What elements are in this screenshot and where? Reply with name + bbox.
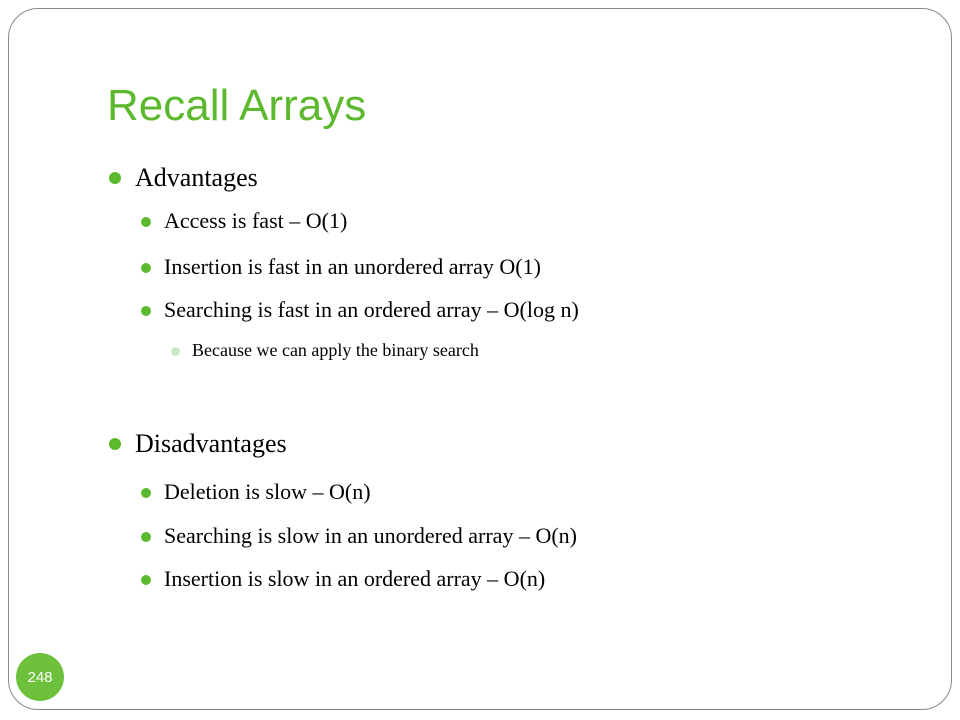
bullet-icon bbox=[171, 347, 180, 356]
bullet-icon bbox=[141, 263, 151, 273]
bullet-icon bbox=[141, 488, 151, 498]
advantage-item: Insertion is fast in an unordered array … bbox=[164, 254, 541, 279]
advantages-heading: Advantages bbox=[135, 163, 258, 192]
bullet-icon bbox=[141, 306, 151, 316]
slide-title: Recall Arrays bbox=[107, 81, 367, 130]
bullet-icon bbox=[141, 532, 151, 542]
advantage-subitem: Because we can apply the binary search bbox=[192, 340, 479, 360]
bullet-icon bbox=[141, 575, 151, 585]
disadvantage-item: Deletion is slow – O(n) bbox=[164, 479, 371, 504]
bullet-icon bbox=[109, 172, 121, 184]
slide-frame bbox=[8, 8, 952, 710]
page-number-badge: 248 bbox=[16, 653, 64, 701]
bullet-icon bbox=[109, 438, 121, 450]
disadvantage-item: Insertion is slow in an ordered array – … bbox=[164, 566, 546, 591]
advantage-item: Access is fast – O(1) bbox=[164, 208, 348, 233]
disadvantage-item: Searching is slow in an unordered array … bbox=[164, 523, 577, 548]
page-number: 248 bbox=[27, 668, 53, 686]
disadvantages-heading: Disadvantages bbox=[135, 429, 287, 458]
bullet-icon bbox=[141, 217, 151, 227]
advantage-item: Searching is fast in an ordered array – … bbox=[164, 297, 579, 322]
